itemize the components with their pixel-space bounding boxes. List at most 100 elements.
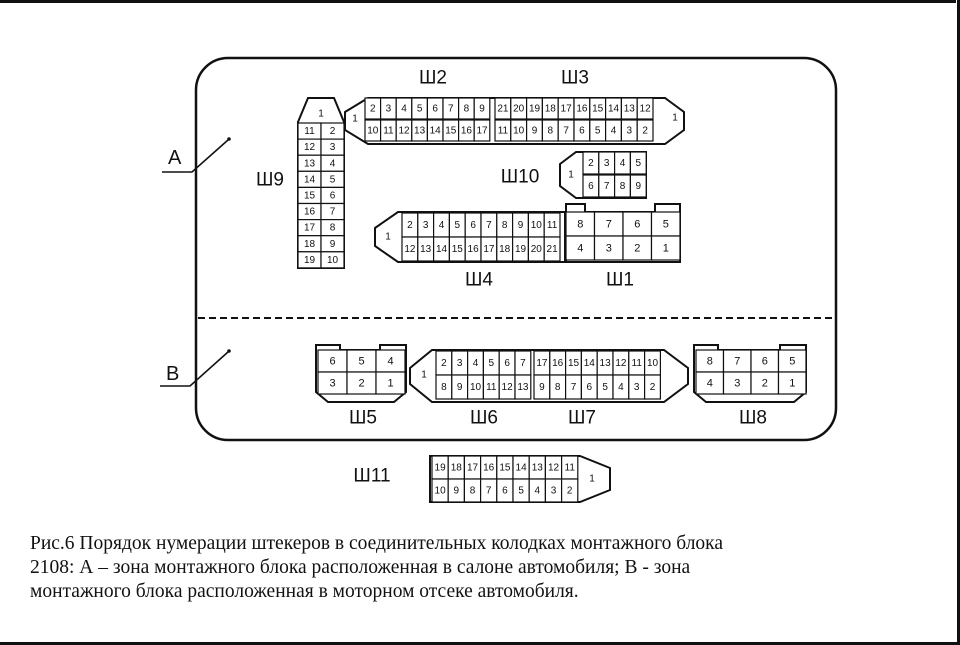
sh8-pin: 5: [789, 356, 795, 368]
zone-b-leader: [160, 351, 229, 387]
sh3-pin: 18: [545, 104, 557, 115]
sh3-pin: 13: [624, 104, 636, 115]
sh5-label: Ш5: [349, 408, 377, 429]
sh1-cell: [593, 211, 624, 237]
sh6-pin: 10: [470, 382, 482, 393]
sh9-pin: 1: [318, 109, 324, 120]
sh9-pin: 19: [304, 255, 316, 266]
sh3-pin: 9: [532, 126, 538, 137]
sh2-pin: 8: [464, 104, 470, 115]
sh6-pin: 13: [517, 382, 529, 393]
sh2-pin: 7: [448, 104, 454, 115]
sh4-pin: 17: [483, 244, 495, 255]
sh4-pin: 15: [452, 244, 464, 255]
sh7-pin: 2: [650, 382, 656, 393]
sh4-pin: 11: [547, 220, 558, 231]
sh4-pin: 19: [515, 244, 527, 255]
sh1-cell: [622, 211, 653, 237]
sh8-cell: [777, 371, 807, 395]
sh1-pin: 3: [606, 243, 612, 255]
sh7-pin: 5: [602, 382, 608, 393]
sh8-pin: 7: [734, 356, 740, 368]
sh2-pin: 3: [386, 104, 392, 115]
sh3-pin: 3: [627, 126, 633, 137]
sh7-pin: 15: [568, 358, 580, 369]
zone-a-leader: [162, 139, 229, 173]
sh9-pin: 2: [330, 126, 336, 137]
sh2-pin: 15: [445, 126, 457, 137]
sh9-pin: 15: [304, 190, 316, 201]
sh7-pin: 11: [632, 358, 643, 369]
sh9-pin: 14: [304, 174, 316, 185]
sh3-pin: 21: [497, 104, 509, 115]
sh4-pin: 16: [468, 244, 480, 255]
sh7-pin: 6: [587, 382, 593, 393]
sh10-cell: [629, 151, 647, 175]
sh3-pin: 6: [579, 126, 585, 137]
sh1-pin: 5: [663, 219, 669, 231]
sh8-label: Ш8: [739, 408, 767, 429]
sh3-pin: 20: [513, 104, 525, 115]
sh4-pin: 14: [436, 244, 448, 255]
sh1-cell: [650, 235, 681, 261]
sh3-pin: 1: [672, 113, 678, 124]
sh9-pin: 12: [304, 142, 316, 153]
sh9-pin: 5: [330, 174, 336, 185]
sh3-pin: 8: [548, 126, 554, 137]
sh9-pin: 10: [327, 255, 339, 266]
sh4-pin: 10: [531, 220, 543, 231]
sh9-label: Ш9: [256, 170, 284, 191]
sh4-cell: [543, 236, 561, 262]
sh10-pin: 3: [604, 158, 610, 169]
mounting-block-outline: [194, 56, 838, 442]
zone-a-label: A: [168, 147, 182, 169]
sh2-pin: 2: [370, 104, 376, 115]
sh10-pin: 6: [588, 181, 594, 192]
sh3-label: Ш3: [561, 68, 589, 89]
sh6-pin: 5: [489, 358, 495, 369]
sh9-pin: 16: [304, 207, 316, 218]
sh2-pin: 4: [401, 104, 407, 115]
sh4-pin: 21: [547, 244, 559, 255]
sh9-pin: 6: [330, 190, 336, 201]
sh9-pin: 7: [330, 207, 336, 218]
sh1-pin: 8: [577, 219, 583, 231]
sh5-pin: 4: [387, 356, 393, 368]
sh2-pin: 1: [352, 114, 358, 125]
sh11-pin: 8: [470, 486, 476, 497]
sh11-pin: 19: [435, 463, 447, 474]
sh1-pin: 2: [634, 243, 640, 255]
sh6-label: Ш6: [470, 408, 498, 429]
sh1-pin: 4: [577, 243, 583, 255]
sh1-cell: [650, 211, 681, 237]
sh5-pin: 2: [358, 378, 364, 390]
sh10-pin: 9: [636, 181, 642, 192]
sh11-pin: 18: [451, 463, 463, 474]
sh3-pin: 2: [642, 126, 648, 137]
sh5-pin: 5: [358, 356, 364, 368]
sh4-pin: 13: [420, 244, 432, 255]
sh6-pin: 12: [502, 382, 514, 393]
sh4-pin: 18: [499, 244, 511, 255]
sh2-pin: 6: [432, 104, 438, 115]
sh4-pin: 2: [407, 220, 413, 231]
sh3-cell: [636, 97, 654, 120]
top-border: [0, 0, 956, 3]
sh11-pin: 7: [486, 486, 492, 497]
sh4-pin: 7: [486, 220, 492, 231]
sh10-cell: [629, 174, 647, 198]
sh7-pin: 8: [555, 382, 561, 393]
sh2-pin: 12: [398, 126, 410, 137]
sh1-cell: [565, 211, 596, 237]
sh3-pin: 15: [592, 104, 604, 115]
sh5-pin: 6: [329, 356, 335, 368]
sh11-pin: 2: [567, 486, 573, 497]
sh7-pin: 12: [615, 358, 627, 369]
sh8-pin: 6: [762, 356, 768, 368]
sh2-pin: 11: [383, 126, 394, 137]
caption-line-1: Рис.6 Порядок нумерации штекеров в соеди…: [30, 533, 724, 554]
